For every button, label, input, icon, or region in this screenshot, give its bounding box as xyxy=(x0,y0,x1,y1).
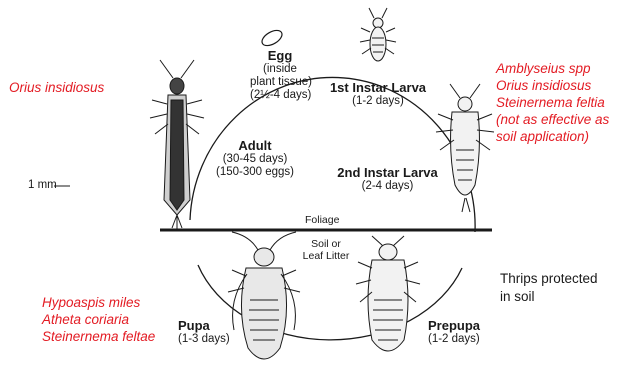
pupa-predator-3: Steinernema feltae xyxy=(42,328,155,345)
adult-thrips-illustration xyxy=(150,60,204,229)
pupa-illustration xyxy=(228,232,300,359)
soil-protection-note: Thrips protected in soil xyxy=(500,270,598,306)
foliage-label: Foliage xyxy=(305,214,339,227)
adult-duration: (30-45 days) xyxy=(210,153,300,166)
prepupa-title: Prepupa xyxy=(428,318,480,333)
prepupa-duration: (1-2 days) xyxy=(428,333,480,346)
soil-label: Soil or Leaf Litter xyxy=(300,238,352,262)
first-instar-larva-illustration xyxy=(360,8,396,61)
egg-line-3: (2½-4 days) xyxy=(250,89,310,102)
first-instar-duration: (1-2 days) xyxy=(328,95,428,108)
adult-title: Adult xyxy=(210,138,300,153)
soil-note-line-2: in soil xyxy=(500,288,598,306)
cycle-arc-lower xyxy=(198,265,462,340)
adult-predator-1: Orius insidiosus xyxy=(9,79,104,96)
larva-predator-2: Orius insidiosus xyxy=(496,77,609,94)
soil-note-line-1: Thrips protected xyxy=(500,270,598,288)
pupa-predator-1: Hypoaspis miles xyxy=(42,294,155,311)
second-instar-duration: (2-4 days) xyxy=(335,180,440,193)
first-instar-label: 1st Instar Larva (1-2 days) xyxy=(328,80,428,108)
second-instar-larva-illustration xyxy=(436,84,494,212)
pupa-predators: Hypoaspis miles Atheta coriaria Steinern… xyxy=(42,294,155,345)
prepupa-illustration xyxy=(356,236,420,351)
soil-line-1: Soil or xyxy=(300,238,352,250)
larva-predator-4: (not as effective as xyxy=(496,111,609,128)
pupa-label: Pupa (1-3 days) xyxy=(178,318,230,346)
second-instar-label: 2nd Instar Larva (2-4 days) xyxy=(335,165,440,193)
egg-label: Egg (inside plant tissue) (2½-4 days) xyxy=(250,48,310,102)
prepupa-label: Prepupa (1-2 days) xyxy=(428,318,480,346)
larva-predator-1: Amblyseius spp xyxy=(496,60,609,77)
larva-predators: Amblyseius spp Orius insidiosus Steinern… xyxy=(496,60,609,145)
egg-line-1: (inside xyxy=(250,63,310,76)
egg-line-2: plant tissue) xyxy=(250,76,310,89)
first-instar-title: 1st Instar Larva xyxy=(328,80,428,95)
scale-label: 1 mm xyxy=(28,179,57,191)
egg-illustration xyxy=(259,27,284,48)
adult-eggs: (150-300 eggs) xyxy=(210,166,300,179)
soil-line-2: Leaf Litter xyxy=(300,250,352,262)
larva-predator-3: Steinernema feltia xyxy=(496,94,609,111)
second-instar-title: 2nd Instar Larva xyxy=(335,165,440,180)
egg-title: Egg xyxy=(250,48,310,63)
adult-predators: Orius insidiosus xyxy=(9,79,104,96)
pupa-title: Pupa xyxy=(178,318,230,333)
pupa-predator-2: Atheta coriaria xyxy=(42,311,155,328)
larva-predator-5: soil application) xyxy=(496,128,609,145)
pupa-duration: (1-3 days) xyxy=(178,333,230,346)
adult-label: Adult (30-45 days) (150-300 eggs) xyxy=(210,138,300,179)
